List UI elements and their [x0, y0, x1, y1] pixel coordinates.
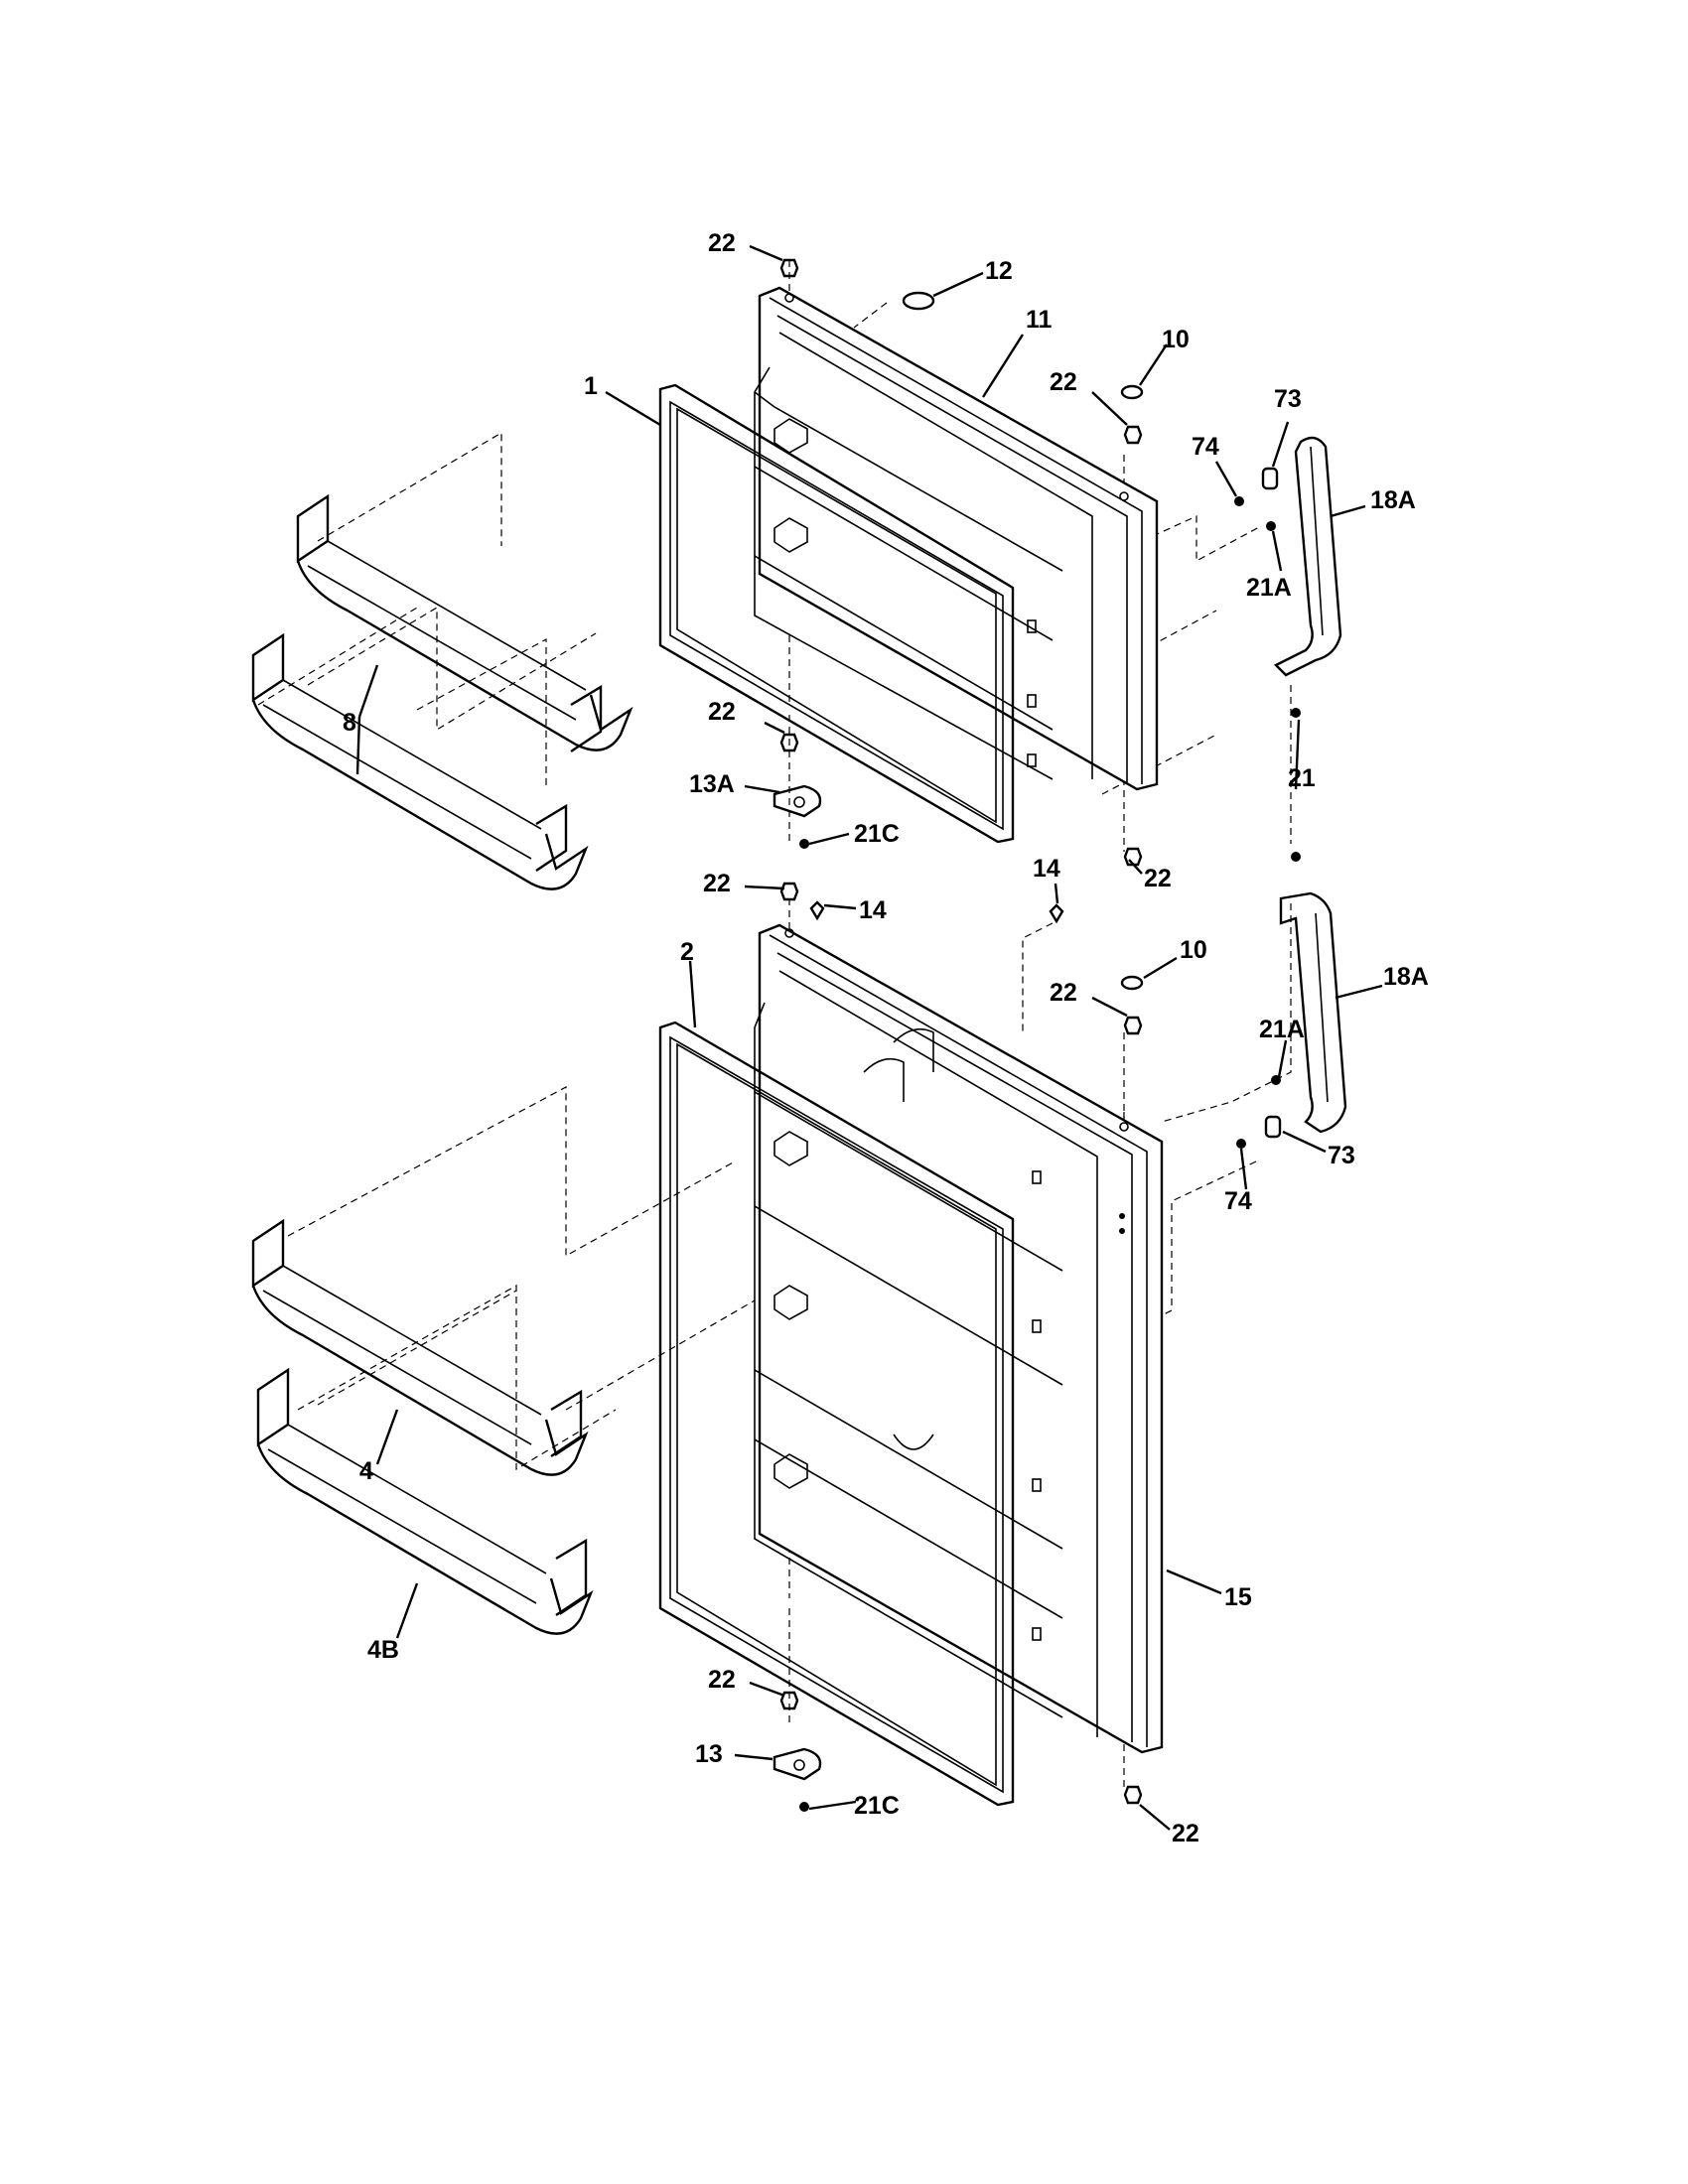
label-22-lower-mid: 22	[708, 1666, 736, 1694]
callout-labels: 22 12 11 10 22 1 73 74 18A 21A 22 8 13A …	[343, 229, 1429, 1847]
label-73-top: 73	[1274, 385, 1302, 413]
label-11: 11	[1026, 306, 1053, 334]
label-22-lower-top: 22	[703, 870, 731, 897]
label-73-bottom: 73	[1328, 1142, 1355, 1169]
label-21a-bottom: 21A	[1259, 1016, 1305, 1043]
label-10-top: 10	[1162, 326, 1190, 353]
label-21a-top: 21A	[1246, 574, 1292, 602]
label-22-lower-bottom: 22	[1172, 1820, 1199, 1847]
label-21: 21	[1288, 764, 1316, 792]
hardware	[773, 258, 1301, 1812]
label-74-top: 74	[1192, 433, 1219, 461]
label-13: 13	[695, 1740, 723, 1768]
door-bins	[251, 493, 633, 1635]
label-1: 1	[584, 372, 598, 400]
label-22-top-hinge: 22	[708, 229, 736, 257]
label-22-lower-right: 22	[1050, 979, 1077, 1007]
fresh-food-door-15	[754, 923, 1164, 1754]
label-22-upper-right: 22	[1050, 368, 1077, 396]
label-14-left: 14	[859, 896, 887, 924]
label-21c-bottom: 21C	[854, 1792, 900, 1820]
label-13a: 13A	[689, 770, 735, 798]
label-74-bottom: 74	[1224, 1187, 1252, 1215]
leader-lines	[355, 244, 1383, 1831]
door-gasket-1	[658, 383, 1015, 844]
label-18a-bottom: 18A	[1383, 963, 1429, 991]
label-12: 12	[985, 257, 1013, 285]
label-2: 2	[680, 938, 694, 966]
label-15: 15	[1224, 1583, 1252, 1611]
label-4: 4	[359, 1457, 373, 1485]
label-18a-top: 18A	[1370, 486, 1416, 514]
label-14-right: 14	[1033, 855, 1060, 883]
label-8: 8	[343, 709, 356, 737]
door-gasket-2	[658, 1021, 1015, 1807]
label-21c-top: 21C	[854, 820, 900, 848]
freezer-door-11	[754, 286, 1159, 791]
label-10-bottom: 10	[1180, 936, 1207, 964]
handles-18a	[1273, 436, 1347, 1134]
label-22-upper-bottom: 22	[1144, 865, 1172, 892]
label-22-upper-mid: 22	[708, 698, 736, 726]
label-4b: 4B	[367, 1636, 399, 1664]
